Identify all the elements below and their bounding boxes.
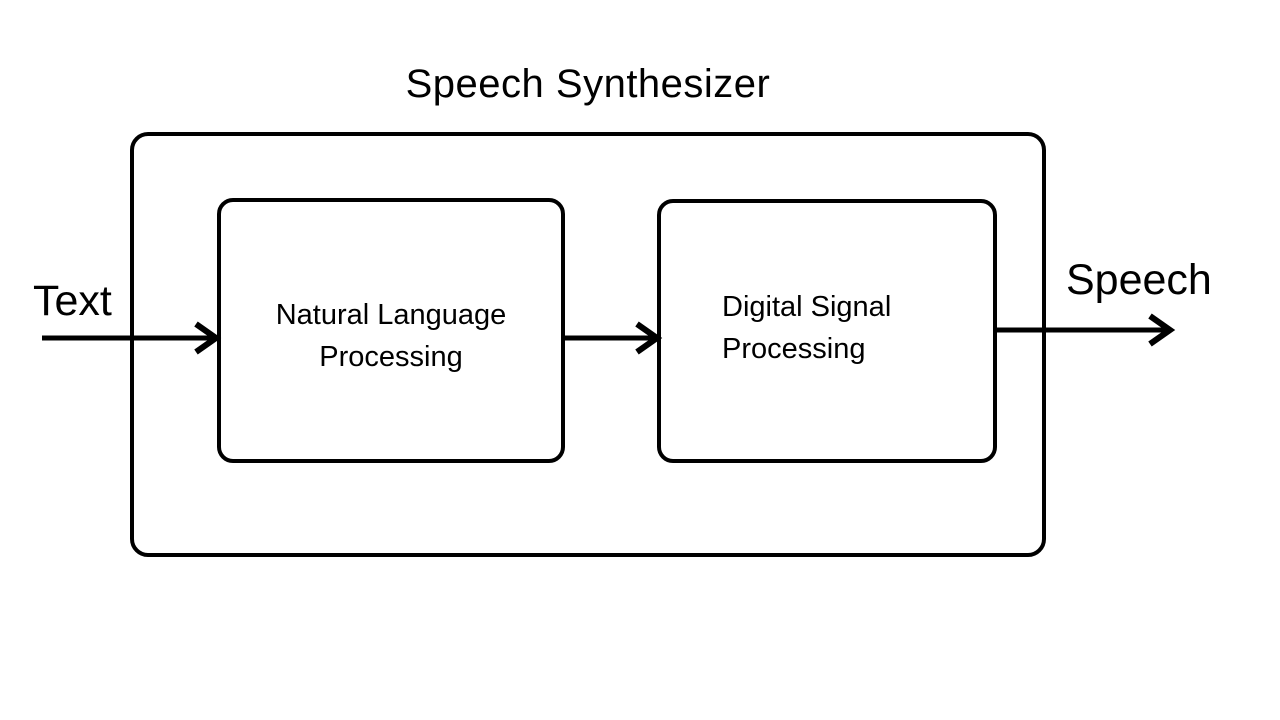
nlp-block-label: Natural Language Processing bbox=[275, 299, 507, 374]
nlp-block: Natural Language Processing bbox=[217, 198, 565, 463]
dsp-block-label: Digital Signal Processing bbox=[722, 291, 892, 366]
input-label: Text bbox=[33, 277, 112, 325]
diagram-title: Speech Synthesizer bbox=[405, 62, 771, 106]
output-label: Speech bbox=[1066, 256, 1212, 304]
speech-synthesizer-container-box bbox=[130, 132, 1046, 557]
dsp-block: Digital Signal Processing bbox=[657, 199, 997, 463]
